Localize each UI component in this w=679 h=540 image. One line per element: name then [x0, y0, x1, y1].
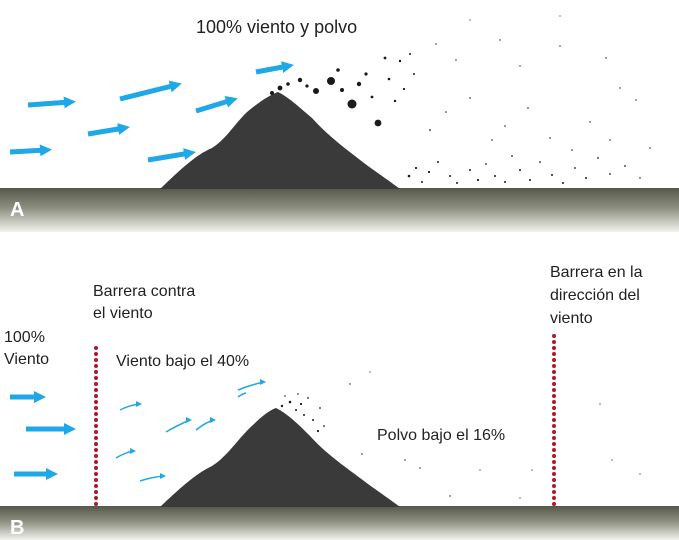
upwind-barrier-label: Barrera contra el viento: [93, 283, 200, 322]
reduced-wind-label: Viento bajo el 40%: [116, 353, 249, 370]
wind-arrow: [9, 144, 52, 157]
ground-a: [0, 188, 679, 232]
reduced-dust-label: Polvo bajo el 16%: [377, 427, 505, 444]
wind-arrow: [87, 123, 130, 137]
incoming-wind-arrows: [10, 390, 77, 481]
downwind-barrier: [552, 334, 556, 506]
upwind-barrier: [94, 346, 98, 506]
ground-b: [0, 506, 679, 540]
small-wind-arrow: [237, 392, 247, 398]
pile-b: [160, 408, 400, 507]
panel-a: A: [0, 15, 679, 232]
wind-arrows-a: [9, 61, 294, 163]
wind-arrow: [119, 80, 182, 102]
dust-particles-b: [280, 371, 641, 499]
incoming-wind-label: 100% Viento: [4, 329, 49, 368]
wind-arrow: [255, 61, 294, 75]
upwind-barrier-label-line: el viento: [93, 305, 153, 322]
downwind-barrier-label: Barrera en la dirección del viento: [550, 264, 647, 327]
panel-a-title: 100% viento y polvo: [196, 17, 357, 37]
wind-arrow: [195, 96, 238, 114]
wind-arrow: [147, 148, 196, 163]
pile-a: [160, 92, 400, 189]
panel-b-letter: B: [10, 517, 24, 539]
downwind-barrier-label-line: viento: [550, 310, 593, 327]
incoming-wind-label-line: Viento: [4, 351, 49, 368]
panel-a-letter: A: [10, 199, 24, 221]
downwind-barrier-label-line: Barrera en la: [550, 264, 643, 281]
dust-particles-a: [270, 15, 651, 184]
upwind-barrier-label-line: Barrera contra: [93, 283, 195, 300]
panel-b: B: [0, 264, 679, 540]
incoming-wind-label-line: 100%: [4, 329, 45, 346]
reduced-wind-arrows: [115, 379, 266, 482]
downwind-barrier-label-line: dirección del: [550, 287, 640, 304]
wind-arrow: [27, 96, 76, 109]
